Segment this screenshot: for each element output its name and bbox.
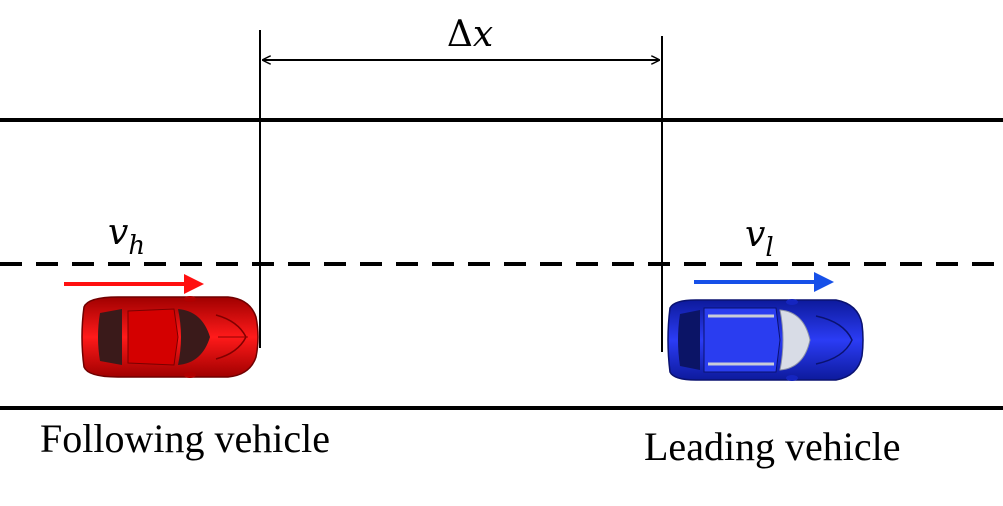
leading-velocity-arrow (694, 272, 834, 292)
gap-label: Δx (447, 14, 493, 55)
following-velocity-arrow (64, 274, 204, 294)
following-velocity-label: vh (108, 212, 145, 261)
leading-velocity-subscript: l (765, 233, 773, 263)
leading-velocity-label: vl (745, 214, 774, 263)
following-velocity-symbol: v (108, 212, 128, 253)
leading-vehicle-car (667, 299, 864, 381)
following-vehicle-car (81, 296, 259, 378)
gap-label-delta: Δ (447, 14, 473, 55)
following-velocity-subscript: h (128, 231, 145, 261)
gap-label-variable: x (473, 14, 493, 55)
leading-vehicle-caption: Leading vehicle (644, 424, 901, 469)
leading-velocity-symbol: v (745, 214, 765, 255)
following-vehicle-caption: Following vehicle (40, 416, 330, 461)
